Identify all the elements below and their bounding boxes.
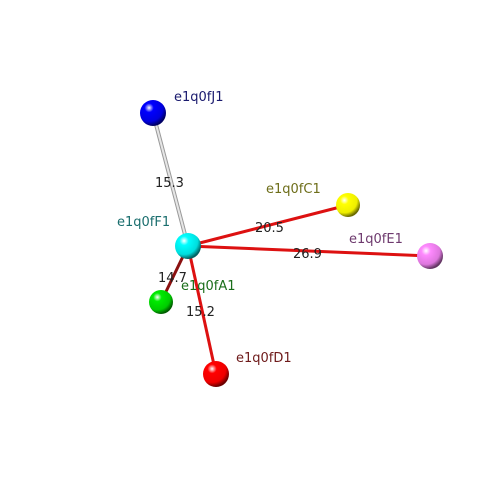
edges-layer: [151, 112, 432, 376]
edge-e1q0fF1-e1q0fC1[interactable]: [186, 203, 350, 248]
edge-e1q0fF1-e1q0fD1[interactable]: [186, 244, 218, 376]
node-label-e1q0fC1: e1q0fC1: [266, 182, 321, 197]
edge-label-e1q0fJ1: 15.3: [155, 176, 184, 191]
edge-label-e1q0fC1: 20.5: [255, 221, 284, 236]
node-e1q0fD1[interactable]: [203, 361, 229, 387]
node-label-e1q0fA1: e1q0fA1: [181, 279, 236, 294]
edge-label-e1q0fD1: 15.2: [186, 305, 215, 320]
nodes-layer: [140, 100, 443, 387]
node-e1q0fJ1[interactable]: [140, 100, 166, 126]
edge-e1q0fF1-e1q0fE1[interactable]: [186, 244, 432, 258]
node-e1q0fC1[interactable]: [336, 193, 360, 217]
node-label-e1q0fJ1: e1q0fJ1: [174, 90, 223, 105]
node-label-e1q0fF1: e1q0fF1: [117, 215, 170, 230]
node-label-e1q0fD1: e1q0fD1: [236, 351, 292, 366]
node-e1q0fE1[interactable]: [417, 243, 443, 269]
node-label-e1q0fE1: e1q0fE1: [349, 232, 403, 247]
labels-layer: 15.3 20.5 26.9 14.7 15.2 e1q0fJ1 e1q0fF1 e1q0fC…: [117, 90, 403, 366]
edge-label-e1q0fA1: 14.7: [158, 271, 187, 286]
edge-e1q0fF1-e1q0fJ1[interactable]: [152, 112, 189, 247]
node-e1q0fF1[interactable]: [175, 233, 201, 259]
edge-label-e1q0fE1: 26.9: [293, 247, 322, 262]
node-e1q0fA1[interactable]: [149, 290, 173, 314]
